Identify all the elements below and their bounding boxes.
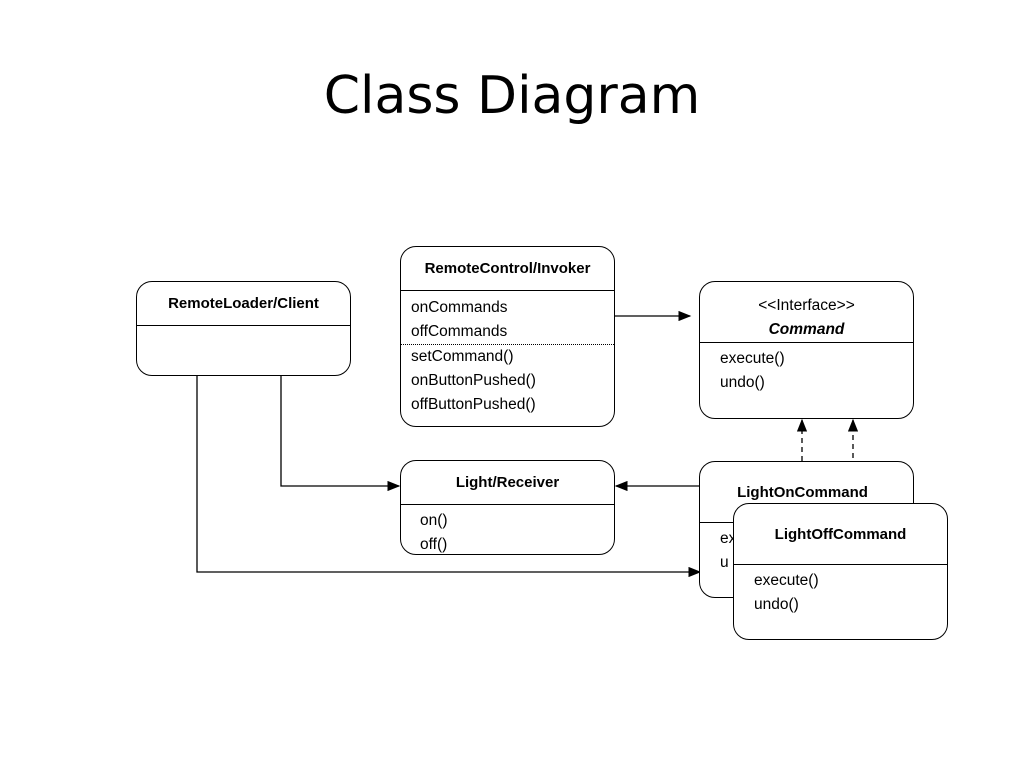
method-off: off() (420, 536, 448, 553)
class-command-interface[interactable]: <<Interface>> Command execute() undo() (699, 281, 914, 419)
method-undo: undo() (720, 374, 765, 391)
method-execute-partial: ex (720, 530, 737, 547)
section-divider (401, 344, 614, 345)
method-onbuttonpushed: onButtonPushed() (411, 372, 536, 389)
class-name: RemoteLoader/Client (137, 282, 350, 326)
class-name: RemoteControl/Invoker (401, 247, 614, 291)
association-client-receiver (280, 376, 401, 492)
method-offbuttonpushed: offButtonPushed() (411, 396, 536, 413)
class-name: Light/Receiver (401, 461, 614, 505)
class-remoteloader-client[interactable]: RemoteLoader/Client (136, 281, 351, 376)
method-undo: undo() (754, 596, 799, 613)
attribute-offcommands: offCommands (411, 323, 508, 340)
slide-title: Class Diagram (323, 66, 701, 126)
method-execute: execute() (754, 572, 819, 589)
class-remotecontrol-invoker[interactable]: RemoteControl/Invoker onCommands offComm… (400, 246, 615, 427)
method-on: on() (420, 512, 448, 529)
class-name: Command (768, 321, 845, 338)
method-setcommand: setCommand() (411, 348, 514, 365)
association-client-lightoncommand (196, 376, 702, 578)
stereotype-label: <<Interface>> (758, 297, 855, 314)
method-execute: execute() (720, 350, 785, 367)
class-lightoffcommand[interactable]: LightOffCommand execute() undo() (733, 503, 948, 640)
attribute-oncommands: onCommands (411, 299, 508, 316)
class-name: LightOffCommand (734, 504, 947, 565)
method-undo-partial: u (720, 554, 729, 571)
class-light-receiver[interactable]: Light/Receiver on() off() (400, 460, 615, 555)
